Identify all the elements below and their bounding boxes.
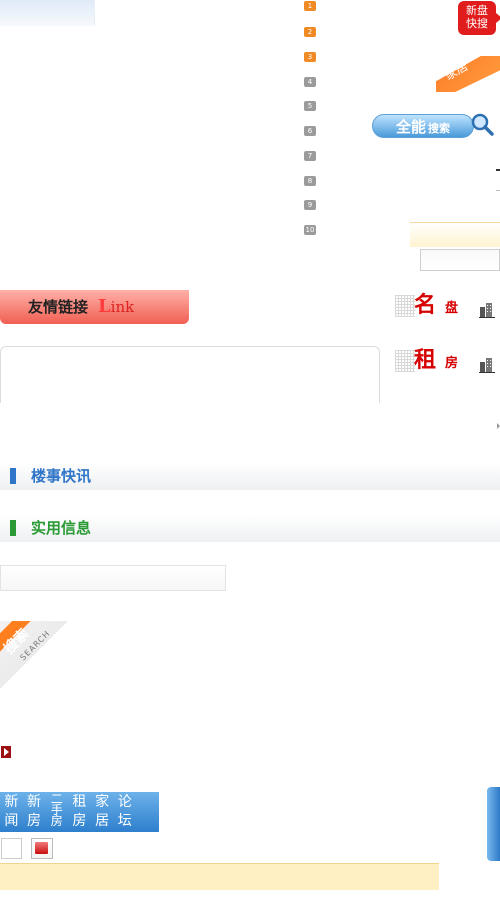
dot-grid-decoration [395, 295, 415, 317]
section-marker [10, 520, 16, 536]
search-corner-ribbon[interactable]: 搜索 SEARCH [0, 621, 68, 689]
nav-item-new-homes[interactable]: 新 房 [23, 792, 46, 832]
nav-item-top: 新 [27, 794, 42, 810]
section-title: 楼事快讯 [31, 467, 92, 485]
new-quick-search-label: 新盘快搜 [466, 4, 488, 30]
search-button-sub-label: 搜索 [428, 122, 450, 135]
rank-badge-8: 8 [304, 176, 316, 186]
rank-badge-3: 3 [304, 52, 316, 62]
friend-links-title: 友情链接 [28, 298, 89, 316]
nav-item-second-hand[interactable]: 二 手 房 [45, 792, 68, 832]
rank-badge-7: 7 [304, 151, 316, 161]
nav-item-bottom: 房 [50, 814, 63, 828]
nav-item-forum[interactable]: 论 坛 [113, 792, 136, 832]
famous-listings-small-char: 盘 [445, 301, 459, 316]
nav-item-rental[interactable]: 租 房 [68, 792, 91, 832]
magnifier-icon[interactable] [470, 112, 494, 136]
yellow-header-strip [410, 222, 500, 247]
universal-search-button[interactable]: 全能搜索 [372, 114, 474, 138]
nav-item-bottom: 闻 [4, 813, 19, 829]
friend-links-title-en-initial: L [98, 296, 111, 317]
nav-item-top: 家 [95, 794, 110, 810]
rank-badge-9: 9 [304, 200, 316, 210]
friend-links-panel [0, 346, 380, 403]
checkbox[interactable] [1, 838, 22, 859]
building-icon [479, 358, 495, 373]
nav-item-top: 租 [72, 794, 87, 810]
nav-item-bottom: 坛 [117, 813, 132, 829]
rental-listings-small-char: 房 [445, 356, 459, 371]
info-panel [0, 565, 226, 591]
section-header-news: 楼事快讯 [0, 462, 500, 490]
rental-listings-big-char: 租 [414, 348, 437, 373]
dot-grid-decoration [395, 350, 415, 372]
more-arrow-icon[interactable] [497, 423, 500, 429]
nav-item-home[interactable]: 家 居 [91, 792, 114, 832]
search-input[interactable] [420, 249, 500, 271]
home-ribbon[interactable]: 家居 [436, 56, 500, 92]
nav-item-bottom: 房 [72, 813, 87, 829]
rank-badge-1: 1 [304, 1, 316, 11]
divider-light [496, 190, 500, 191]
nav-item-top: 新 [4, 794, 19, 810]
nav-item-top: 论 [117, 794, 132, 810]
category-nav: 新 闻 新 房 二 手 房 租 房 家 居 论 坛 [0, 792, 159, 832]
search-button-main-label: 全能 [395, 118, 426, 136]
friend-links-title-en-rest: ink [110, 298, 135, 316]
new-quick-search-badge[interactable]: 新盘快搜 [458, 1, 500, 35]
nav-item-top: 二 [50, 792, 63, 806]
bottom-yellow-bar [0, 863, 439, 890]
famous-listings-big-char: 名 [414, 293, 437, 318]
rank-badge-4: 4 [304, 77, 316, 87]
rank-badge-5: 5 [304, 101, 316, 111]
section-header-info: 实用信息 [0, 514, 500, 542]
rank-badge-6: 6 [304, 126, 316, 136]
side-scroll-tab[interactable] [487, 787, 500, 861]
nav-item-bottom: 居 [95, 813, 110, 829]
section-marker [10, 468, 16, 484]
red-square-button[interactable] [31, 838, 53, 859]
friend-links-header: 友情链接 Link [0, 290, 189, 324]
play-arrow-icon[interactable] [1, 746, 11, 758]
divider-dark [496, 169, 500, 171]
nav-item-news[interactable]: 新 闻 [0, 792, 23, 832]
rank-badge-2: 2 [304, 27, 316, 37]
section-title: 实用信息 [31, 519, 92, 537]
building-icon [479, 303, 495, 318]
top-left-banner [0, 0, 95, 26]
nav-item-middle: 手 [50, 803, 63, 817]
nav-item-bottom: 房 [27, 813, 42, 829]
rank-badge-10: 10 [304, 225, 316, 235]
